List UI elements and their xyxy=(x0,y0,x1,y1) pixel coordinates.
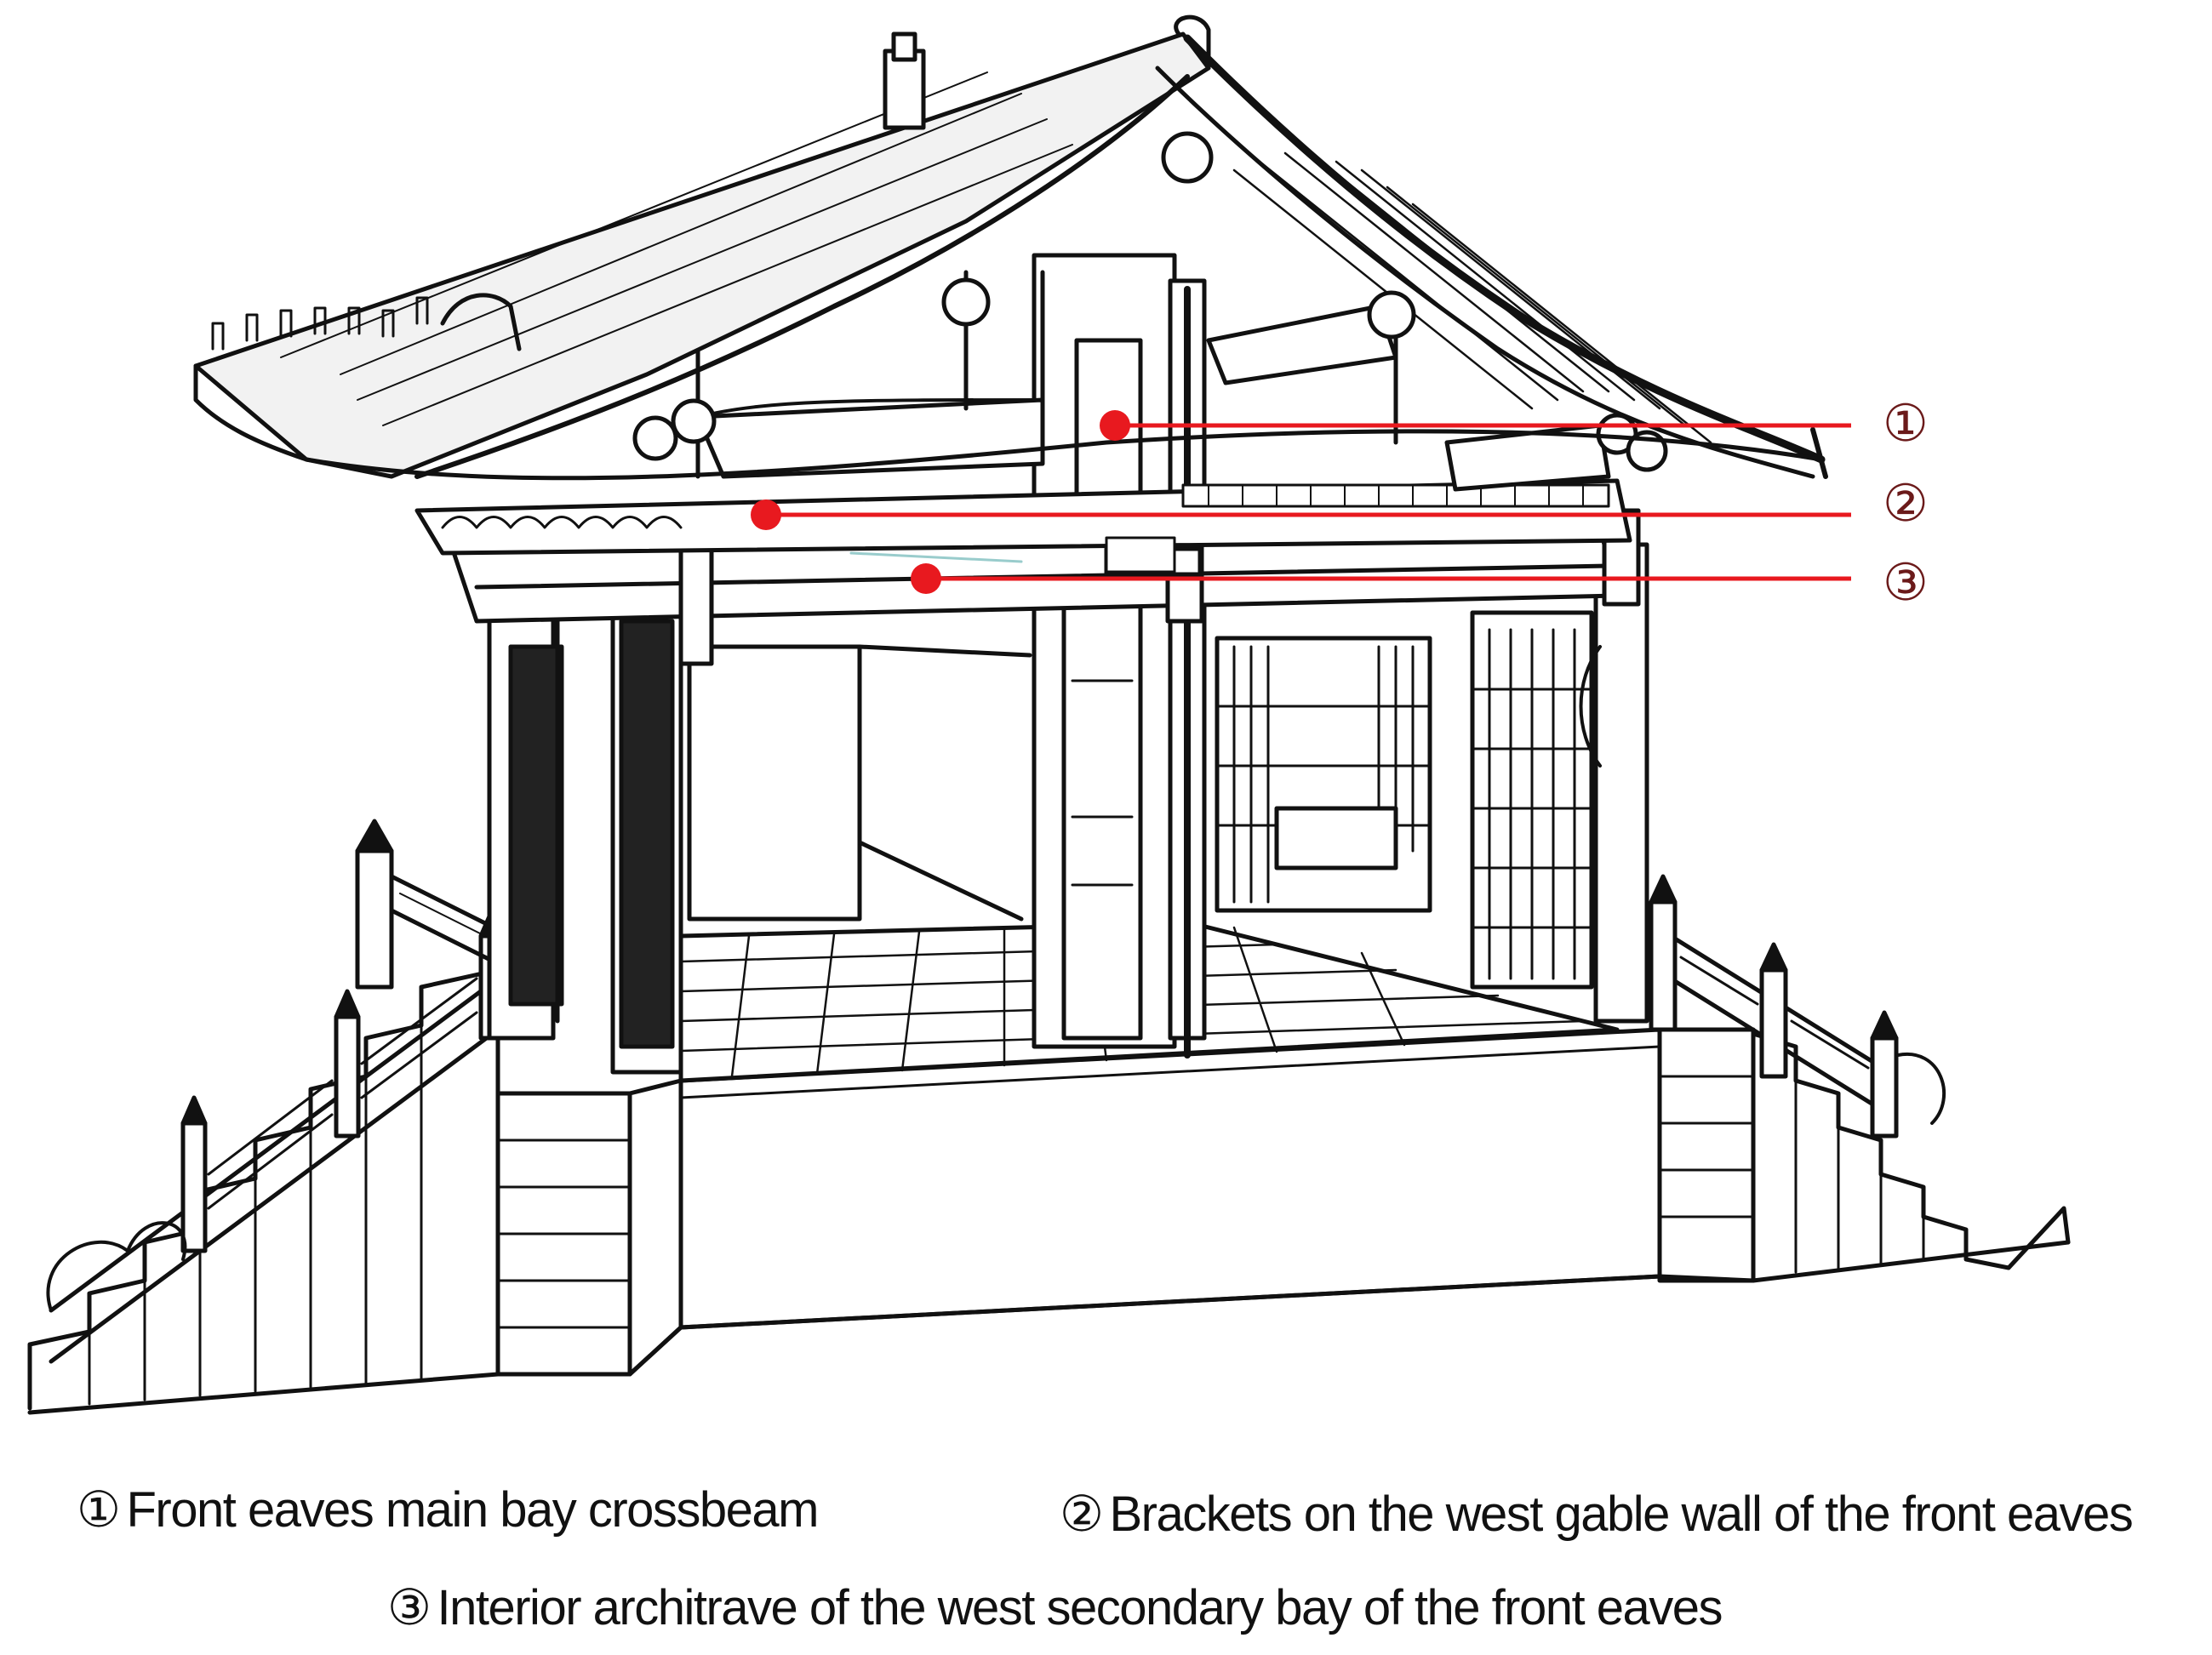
callout-2-number: ② xyxy=(1883,474,1929,534)
callout-2: ② xyxy=(751,474,1929,534)
legend-item-3-label: Interior architrave of the west secondar… xyxy=(437,1580,1723,1635)
left-balustrade xyxy=(355,819,496,990)
callout-1-number: ① xyxy=(1883,394,1929,454)
callout-1: ① xyxy=(1100,394,1929,454)
legend-item-1-number: ① xyxy=(77,1482,121,1538)
callout-2-marker xyxy=(751,499,781,530)
legend-item-3-number: ③ xyxy=(387,1580,432,1635)
legend-item-2-label: Brackets on the west gable wall of the f… xyxy=(1109,1487,2134,1542)
callout-3-marker xyxy=(911,563,941,594)
pavilion-cutaway-diagram: ① ② ③ xyxy=(27,14,2071,1415)
callout-3: ③ xyxy=(911,553,1929,613)
left-stair-block xyxy=(495,1078,683,1377)
ground-line xyxy=(27,1240,2071,1415)
legend-item-1-label: Front eaves main bay crossbeam xyxy=(126,1482,820,1538)
left-staircase xyxy=(27,908,506,1411)
right-stair-block xyxy=(1657,1027,1756,1283)
callout-1-marker xyxy=(1100,410,1130,441)
right-staircase xyxy=(1649,874,2071,1274)
callout-3-number: ③ xyxy=(1883,553,1929,613)
legend-item-2-number: ② xyxy=(1060,1487,1104,1542)
